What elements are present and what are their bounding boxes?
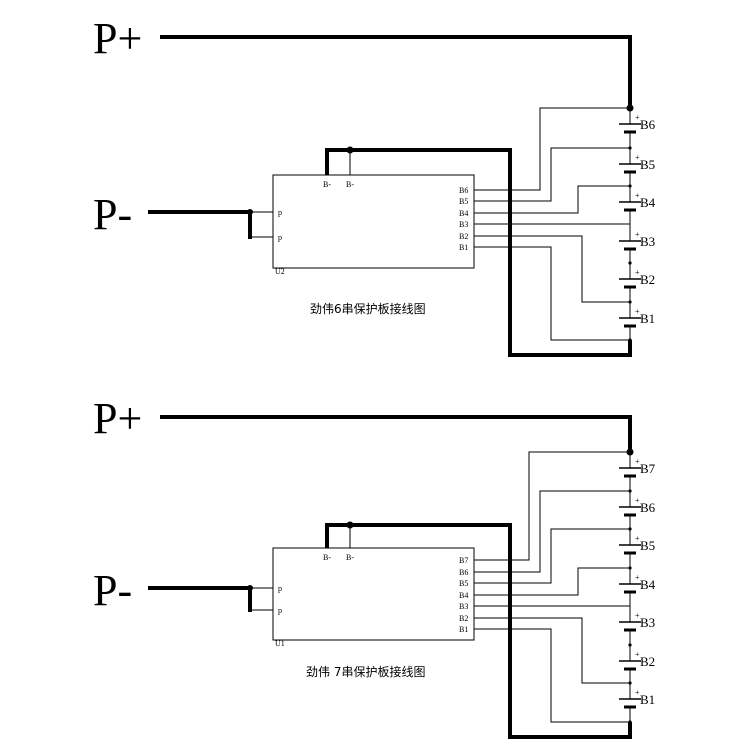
battery-cell: +B6 — [619, 491, 656, 529]
balance-wire — [474, 490, 630, 573]
p-minus-label: P- — [93, 566, 132, 615]
board-pin-label: B4 — [459, 591, 468, 600]
plus-sign: + — [635, 688, 640, 697]
cell-label: B1 — [640, 311, 655, 326]
cell-label: B2 — [640, 272, 655, 287]
b-minus-wire — [325, 523, 632, 739]
balance-wire — [474, 246, 630, 341]
cell-label: B3 — [640, 234, 655, 249]
cell-label: B2 — [640, 654, 655, 669]
balance-wire — [474, 107, 630, 191]
plus-sign: + — [635, 268, 640, 277]
pin-label-p: p — [278, 584, 282, 593]
p-plus-label: P+ — [93, 14, 142, 63]
p-plus-wire — [160, 35, 632, 108]
cell-label: B3 — [640, 615, 655, 630]
balance-wire — [474, 567, 630, 596]
pin-label-b-minus: B- — [323, 180, 331, 189]
cell-label: B5 — [640, 538, 655, 553]
p-minus-label: P- — [93, 190, 132, 239]
board-pin-label: B4 — [459, 209, 468, 218]
junction-dot — [346, 521, 354, 529]
balance-wire — [474, 617, 630, 684]
cell-label: B6 — [640, 117, 656, 132]
board-pin-label: B5 — [459, 579, 468, 588]
balance-wire — [474, 147, 630, 202]
board-pin-label: B3 — [459, 602, 468, 611]
plus-sign: + — [635, 191, 640, 200]
cell-label: B1 — [640, 692, 655, 707]
cell-label: B4 — [640, 195, 656, 210]
board-pin-label: B3 — [459, 220, 468, 229]
protection-board — [272, 547, 475, 641]
battery-cell: +B1 — [619, 683, 655, 722]
battery-cell: +B2 — [619, 263, 655, 302]
board-pin-label: B7 — [459, 556, 468, 565]
battery-cell: +B5 — [619, 148, 655, 186]
pin-label-b-minus: B- — [346, 553, 354, 562]
plus-sign: + — [635, 230, 640, 239]
board-pin-label: B2 — [459, 614, 468, 623]
battery-cell: +B1 — [619, 302, 655, 340]
plus-sign: + — [635, 457, 640, 466]
pin-label-b-minus: B- — [323, 553, 331, 562]
diagram-1: P+P-U2ppB-B-B6B5B4B3B2B1+B6+B5+B4+B3+B2+… — [93, 14, 656, 357]
battery-cell: +B4 — [619, 186, 656, 225]
cell-label: B5 — [640, 157, 655, 172]
battery-cell: +B5 — [619, 529, 655, 568]
pin-label-p: p — [278, 208, 282, 217]
board-pin-label: B6 — [459, 568, 468, 577]
diagram-2: P+P-U1ppB-B-B7B6B5B4B3B2B1+B7+B6+B5+B4+B… — [93, 394, 656, 739]
pin-label-p: p — [278, 606, 282, 615]
junction-dot — [346, 146, 354, 154]
protection-board — [272, 174, 475, 269]
battery-cell: +B3 — [619, 225, 655, 263]
cell-label: B6 — [640, 500, 656, 515]
pin-label-b-minus: B- — [346, 180, 354, 189]
plus-sign: + — [635, 534, 640, 543]
p-plus-wire — [160, 415, 632, 452]
plus-sign: + — [635, 650, 640, 659]
plus-sign: + — [635, 153, 640, 162]
board-pin-label: B1 — [459, 625, 468, 634]
pin-label-p: p — [278, 233, 282, 242]
board-pin-label: B5 — [459, 197, 468, 206]
balance-wire — [474, 451, 630, 561]
balance-wire — [474, 528, 630, 584]
balance-wire — [474, 235, 630, 303]
cell-label: B7 — [640, 461, 656, 476]
battery-cell: +B4 — [619, 568, 656, 606]
plus-sign: + — [635, 307, 640, 316]
diagram-caption: 劲伟6串保护板接线图 — [310, 301, 426, 316]
balance-wire — [474, 185, 630, 214]
battery-cell: +B7 — [619, 452, 656, 491]
plus-sign: + — [635, 496, 640, 505]
p-plus-label: P+ — [93, 394, 142, 443]
cell-label: B4 — [640, 577, 656, 592]
balance-wire — [474, 628, 630, 723]
diagram-caption: 劲伟 7串保护板接线图 — [306, 664, 425, 679]
battery-cell: +B6 — [619, 108, 656, 148]
board-reference-label: U1 — [275, 639, 285, 648]
plus-sign: + — [635, 573, 640, 582]
plus-sign: + — [635, 113, 640, 122]
p-minus-wire — [148, 586, 252, 612]
board-pin-label: B6 — [459, 186, 468, 195]
plus-sign: + — [635, 611, 640, 620]
battery-cell: +B2 — [619, 645, 655, 683]
board-pin-label: B2 — [459, 232, 468, 241]
b-minus-wire — [325, 148, 632, 357]
board-pin-label: B1 — [459, 243, 468, 252]
battery-cell: +B3 — [619, 606, 655, 645]
board-reference-label: U2 — [275, 267, 285, 276]
p-minus-wire — [148, 210, 252, 239]
